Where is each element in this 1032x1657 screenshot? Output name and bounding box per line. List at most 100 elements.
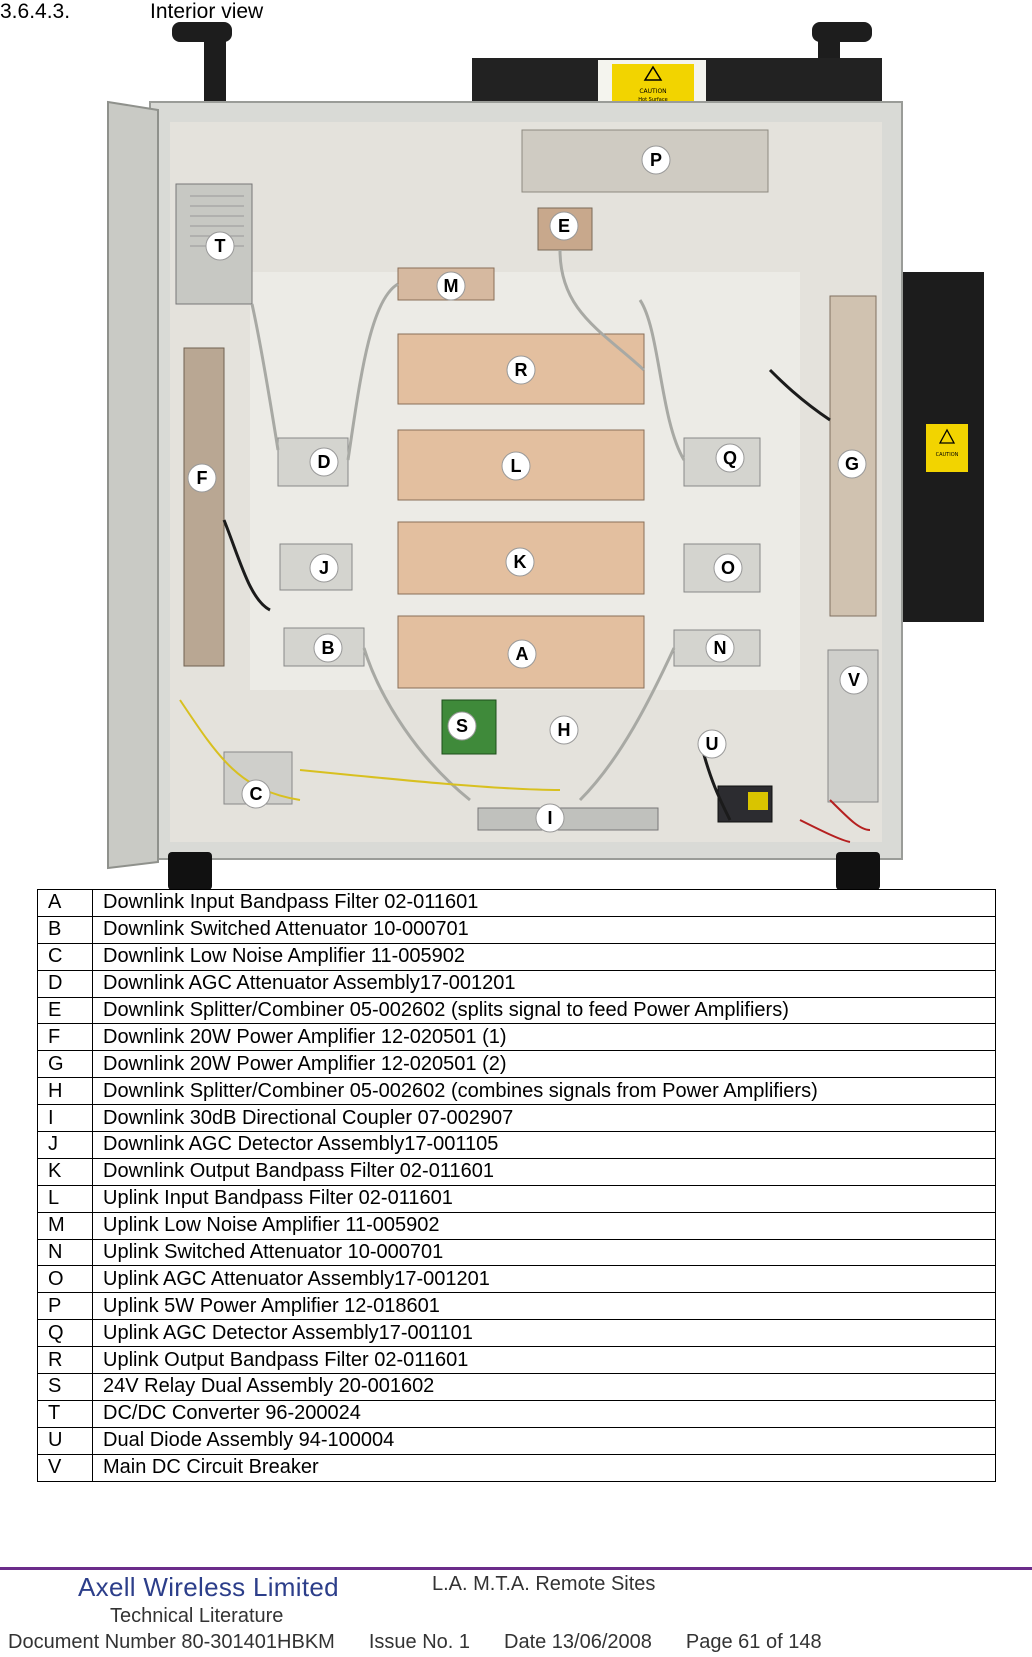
marker-v: V xyxy=(839,665,869,695)
svg-text:A: A xyxy=(516,644,529,664)
marker-k: K xyxy=(505,547,535,577)
svg-text:T: T xyxy=(215,236,226,256)
legend-key: K xyxy=(37,1157,93,1186)
marker-l: L xyxy=(501,451,531,481)
legend-description: Downlink Input Bandpass Filter 02-011601 xyxy=(92,889,996,917)
svg-text:C: C xyxy=(250,784,263,804)
legend-description: Main DC Circuit Breaker xyxy=(92,1453,996,1482)
caution-label-side: CAUTION xyxy=(926,424,968,472)
legend-description: Uplink Low Noise Amplifier 11-005902 xyxy=(92,1211,996,1240)
marker-f: F xyxy=(187,463,217,493)
marker-m: M xyxy=(436,271,466,301)
svg-text:F: F xyxy=(197,468,208,488)
marker-u: U xyxy=(697,729,727,759)
svg-text:G: G xyxy=(845,454,859,474)
legend-key: J xyxy=(37,1131,93,1159)
svg-text:H: H xyxy=(558,720,571,740)
legend-description: Downlink AGC Detector Assembly17-001105 xyxy=(92,1131,996,1159)
carry-handles xyxy=(172,22,872,114)
legend-description: Uplink AGC Attenuator Assembly17-001201 xyxy=(92,1265,996,1294)
marker-d: D xyxy=(309,447,339,477)
section-heading: 3.6.4.3. Interior view xyxy=(0,0,263,24)
legend-description: Downlink Low Noise Amplifier 11-005902 xyxy=(92,942,996,971)
svg-text:R: R xyxy=(515,360,528,380)
legend-key: T xyxy=(37,1399,93,1428)
legend-key: O xyxy=(37,1265,93,1294)
legend-description: Uplink Switched Attenuator 10-000701 xyxy=(92,1238,996,1267)
legend-description: Uplink Input Bandpass Filter 02-011601 xyxy=(92,1184,996,1213)
section-number: 3.6.4.3. xyxy=(0,0,71,23)
section-title: Interior view xyxy=(150,0,264,23)
legend-key: B xyxy=(37,915,93,944)
legend-description: Downlink 20W Power Amplifier 12-020501 (… xyxy=(92,1050,996,1079)
component-markers: P E T M R D L Q G F K J O B A N V S H U … xyxy=(187,145,869,833)
legend-key: R xyxy=(37,1346,93,1375)
marker-c: C xyxy=(241,779,271,809)
svg-text:E: E xyxy=(558,216,570,236)
marker-o: O xyxy=(713,553,743,583)
marker-r: R xyxy=(506,355,536,385)
legend-key: H xyxy=(37,1077,93,1106)
legend-key: C xyxy=(37,942,93,971)
svg-text:L: L xyxy=(511,456,522,476)
marker-t: T xyxy=(205,231,235,261)
marker-g: G xyxy=(837,449,867,479)
cabinet-door xyxy=(107,100,159,870)
marker-p: P xyxy=(641,145,671,175)
marker-h: H xyxy=(549,715,579,745)
marker-n: N xyxy=(705,633,735,663)
marker-b: B xyxy=(313,633,343,663)
legend-key: E xyxy=(37,996,93,1025)
legend-key: G xyxy=(37,1050,93,1079)
issue-date: Date 13/06/2008 xyxy=(504,1631,652,1653)
marker-s: S xyxy=(447,711,477,741)
site-name: L.A. M.T.A. Remote Sites xyxy=(432,1573,656,1595)
svg-text:S: S xyxy=(456,716,468,736)
caution-top-text: CAUTION xyxy=(639,88,666,95)
svg-text:N: N xyxy=(714,638,727,658)
legend-description: Downlink Splitter/Combiner 05-002602 (co… xyxy=(92,1077,996,1106)
legend-description: Downlink 20W Power Amplifier 12-020501 (… xyxy=(92,1023,996,1052)
legend-key: I xyxy=(37,1104,93,1133)
marker-a: A xyxy=(507,639,537,669)
legend-key: V xyxy=(37,1453,93,1482)
marker-i: I xyxy=(535,803,565,833)
cabinet-foot-right xyxy=(836,852,880,890)
svg-text:D: D xyxy=(318,452,331,472)
legend-description: 24V Relay Dual Assembly 20-001602 xyxy=(92,1373,996,1401)
marker-q: Q xyxy=(715,443,745,473)
marker-e: E xyxy=(549,211,579,241)
legend-key: S xyxy=(37,1373,93,1401)
legend-key: Q xyxy=(37,1319,93,1348)
legend-description: DC/DC Converter 96-200024 xyxy=(92,1399,996,1428)
svg-text:J: J xyxy=(319,558,329,578)
legend-key: P xyxy=(37,1292,93,1321)
legend-description: Uplink 5W Power Amplifier 12-018601 xyxy=(92,1292,996,1321)
legend-description: Downlink AGC Attenuator Assembly17-00120… xyxy=(92,969,996,998)
caution-side-text: CAUTION xyxy=(936,452,959,458)
issue-number: Issue No. 1 xyxy=(368,1631,470,1653)
legend-key: D xyxy=(37,969,93,998)
legend-description: Uplink AGC Detector Assembly17-001101 xyxy=(92,1319,996,1348)
caution-top-sub: Hot Surface xyxy=(638,97,667,103)
svg-text:O: O xyxy=(721,558,735,578)
legend-key: F xyxy=(37,1023,93,1052)
svg-text:B: B xyxy=(322,638,335,658)
